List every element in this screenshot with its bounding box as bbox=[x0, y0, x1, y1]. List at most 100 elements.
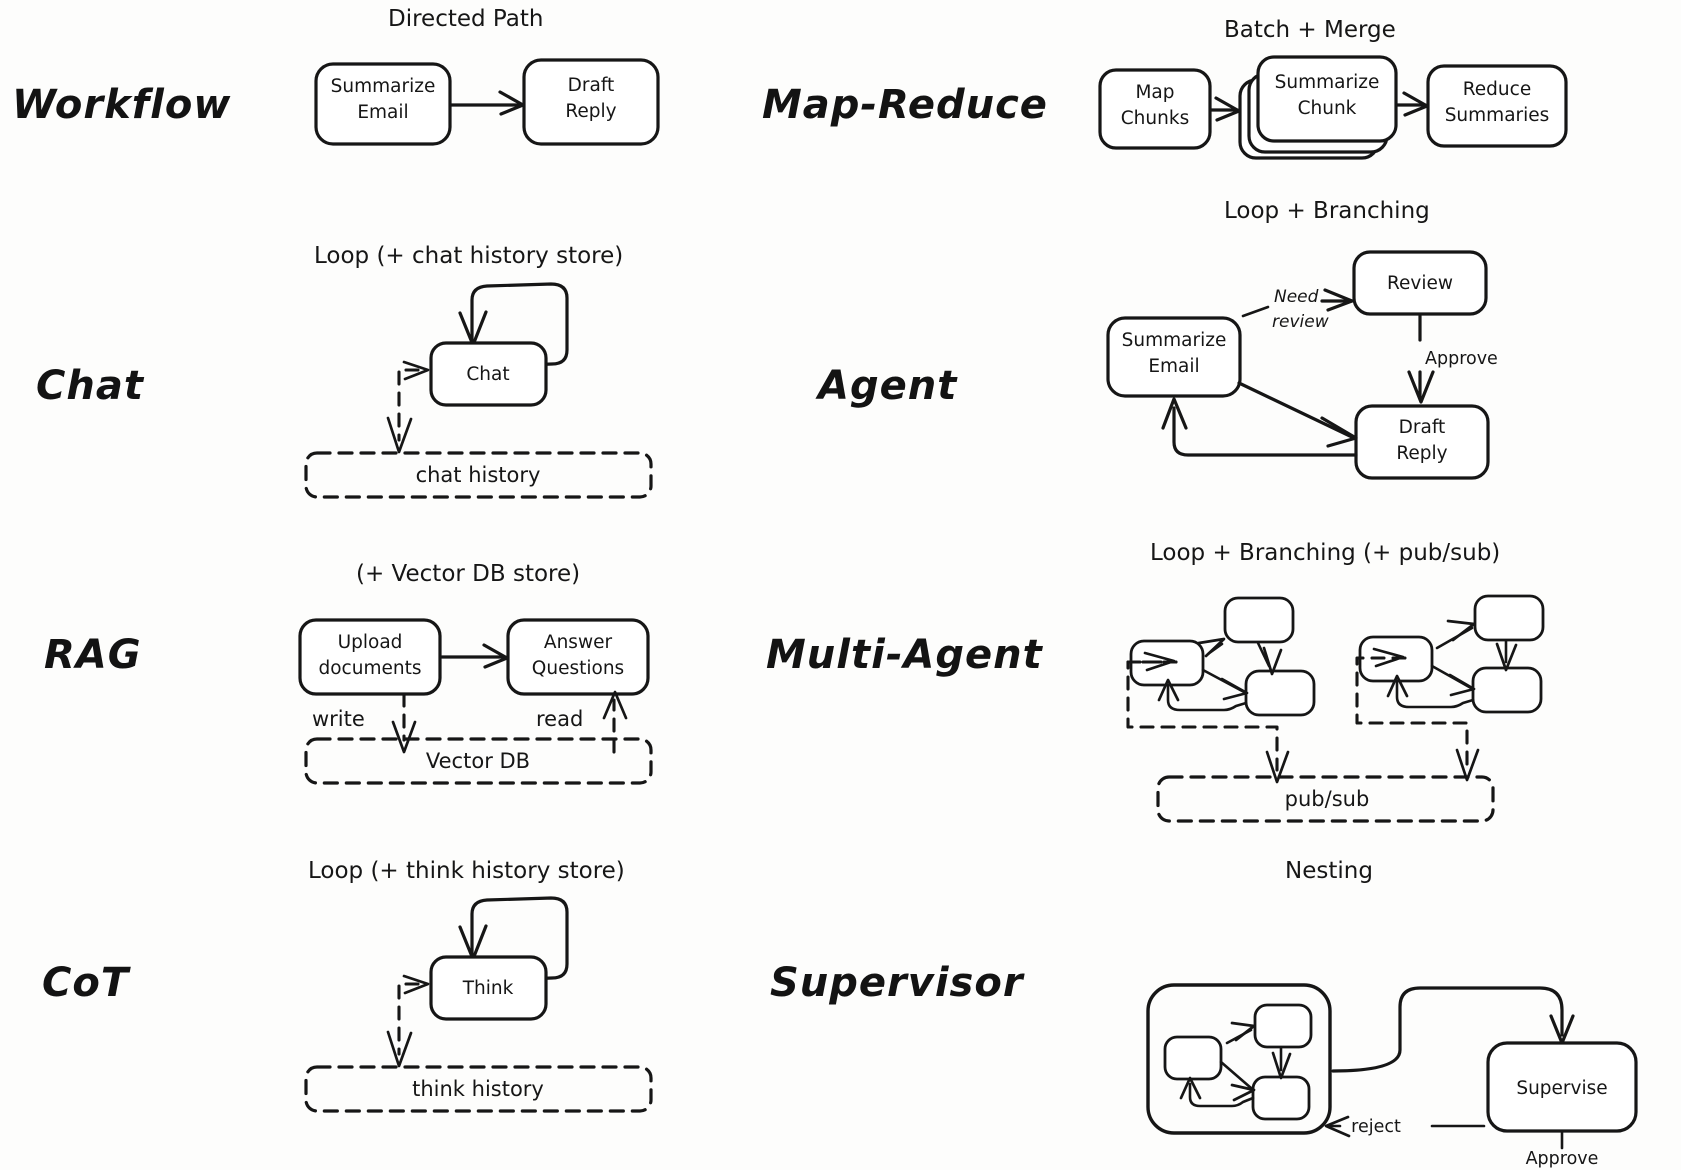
arrowhead-a-to-pubsub bbox=[1265, 750, 1290, 784]
node-sub-agent-1[interactable] bbox=[1163, 1035, 1223, 1081]
edge-label-approve-supervisor: Approve bbox=[1526, 1149, 1599, 1169]
arrowhead-draft-to-summarize-loop bbox=[1161, 397, 1188, 430]
subgraph-container[interactable] bbox=[1146, 983, 1332, 1135]
caption-vector-db-store: (+ Vector DB store) bbox=[356, 561, 581, 587]
panel-chat: Chat chat history bbox=[304, 282, 653, 499]
arrowhead-think-to-history bbox=[386, 1030, 413, 1068]
panel-supervisor: Supervise reject Approve bbox=[1146, 983, 1638, 1169]
row-label-rag: RAG bbox=[44, 632, 142, 678]
edge-b-pubsub-path bbox=[1355, 656, 1469, 770]
node-chat-label: Chat bbox=[466, 364, 509, 385]
node-upload-documents-line2: documents bbox=[319, 658, 422, 679]
edge-label-need: Need bbox=[1274, 287, 1319, 307]
node-sub-agent-3[interactable] bbox=[1251, 1075, 1311, 1121]
arrowhead-a2-to-a3 bbox=[1262, 646, 1283, 676]
edge-sub3-to-sub1-loop bbox=[1188, 1082, 1255, 1108]
node-draft-reply-line1: Draft bbox=[568, 75, 615, 96]
caption-loop-think-store: Loop (+ think history store) bbox=[308, 858, 625, 884]
edge-label-read: read bbox=[536, 707, 583, 731]
node-agent-a3[interactable] bbox=[1244, 669, 1316, 717]
node-draft-reply-agent[interactable] bbox=[1354, 404, 1490, 480]
arrowhead-a1-to-a3 bbox=[1220, 677, 1249, 701]
arrowhead-upload-to-answer bbox=[482, 643, 509, 669]
node-chat[interactable] bbox=[429, 341, 548, 407]
edge-draft-to-summarize-loop bbox=[1172, 406, 1358, 457]
edge-sub1-to-sub3 bbox=[1219, 1060, 1253, 1090]
edge-label-approve: Approve bbox=[1425, 349, 1498, 369]
arrowhead-sub2-to-sub3 bbox=[1271, 1051, 1292, 1080]
node-summarize-chunk-line1: Summarize bbox=[1275, 72, 1380, 93]
edge-label-write: write bbox=[312, 707, 365, 731]
arrowhead-write bbox=[391, 720, 417, 754]
store-chat-history[interactable] bbox=[304, 451, 653, 499]
edge-label-review: review bbox=[1272, 312, 1329, 332]
arrowhead-b-to-pubsub bbox=[1455, 748, 1480, 782]
caption-directed-path: Directed Path bbox=[388, 6, 544, 32]
arrowhead-b2-to-b3 bbox=[1495, 642, 1518, 672]
multi-agent-cluster-b bbox=[1355, 594, 1545, 782]
panel-multi-agent: pub/sub bbox=[1126, 594, 1545, 823]
edge-subgraph-to-supervise bbox=[1331, 986, 1564, 1073]
node-review[interactable] bbox=[1352, 250, 1488, 316]
edge-label-reject: reject bbox=[1351, 1117, 1401, 1137]
node-answer-questions-line1: Answer bbox=[544, 632, 613, 653]
arrowhead-summarize-to-draft-direct bbox=[1320, 416, 1358, 448]
node-review-label: Review bbox=[1387, 273, 1453, 294]
edge-think-history-dashed bbox=[397, 982, 420, 1056]
node-map-chunks-line2: Chunks bbox=[1121, 108, 1189, 129]
store-think-history[interactable] bbox=[304, 1065, 653, 1113]
row-label-map-reduce: Map-Reduce bbox=[762, 82, 1048, 128]
node-summarize-email-agent-line2: Email bbox=[1148, 356, 1199, 377]
caption-nesting: Nesting bbox=[1285, 858, 1373, 884]
node-summarize-chunk-line2: Chunk bbox=[1298, 98, 1357, 119]
row-label-workflow: Workflow bbox=[12, 82, 232, 128]
node-summarize-email-agent[interactable] bbox=[1106, 316, 1242, 398]
panel-map-reduce: Map Chunks Summarize Chunk Reduce Summar… bbox=[1098, 55, 1568, 160]
node-map-chunks-line1: Map bbox=[1135, 82, 1174, 103]
row-label-multi-agent: Multi-Agent bbox=[766, 632, 1043, 678]
store-pub-sub[interactable] bbox=[1156, 775, 1495, 823]
node-agent-b3[interactable] bbox=[1471, 666, 1543, 714]
row-label-chat: Chat bbox=[36, 363, 144, 409]
edge-chat-history-dashed bbox=[397, 368, 420, 442]
node-reduce-summaries-line1: Reduce bbox=[1463, 79, 1531, 100]
edge-a3-to-a1-loop bbox=[1166, 685, 1248, 712]
row-label-cot: CoT bbox=[42, 960, 130, 1006]
arrowhead-b1-to-b2 bbox=[1446, 619, 1476, 642]
arrowhead-summarize-to-reduce bbox=[1402, 91, 1429, 117]
node-draft-reply-line2: Reply bbox=[565, 101, 616, 122]
node-sub-agent-2[interactable] bbox=[1253, 1003, 1313, 1049]
arrowhead-review-to-draft bbox=[1407, 370, 1435, 404]
row-label-agent: Agent bbox=[818, 363, 958, 409]
node-agent-b2[interactable] bbox=[1473, 594, 1545, 642]
arrowhead-a3-to-a1-loop bbox=[1157, 678, 1180, 702]
node-summarize-chunk[interactable] bbox=[1256, 55, 1398, 143]
node-agent-a2[interactable] bbox=[1223, 596, 1295, 644]
node-summarize-email-line1: Summarize bbox=[331, 76, 436, 97]
node-reduce-summaries-line2: Summaries bbox=[1445, 105, 1550, 126]
node-draft-reply[interactable] bbox=[522, 58, 660, 146]
arrowhead-a1-to-a2 bbox=[1197, 637, 1226, 658]
node-draft-reply-agent-line1: Draft bbox=[1399, 417, 1446, 438]
store-vector-db[interactable] bbox=[304, 737, 653, 785]
node-think[interactable] bbox=[429, 955, 548, 1021]
arrowhead-b3-to-b1-loop bbox=[1386, 674, 1409, 698]
panel-rag: Upload documents Answer Questions write … bbox=[298, 618, 653, 785]
node-summarize-email-line2: Email bbox=[357, 102, 408, 123]
node-supervise-label: Supervise bbox=[1516, 1078, 1607, 1099]
arrowhead-summarize-to-draft bbox=[498, 90, 525, 116]
edge-b3-to-b1-loop bbox=[1395, 681, 1475, 709]
node-answer-questions-line2: Questions bbox=[532, 658, 624, 679]
arrowhead-sub1-to-sub2 bbox=[1230, 1021, 1256, 1042]
node-summarize-email-agent-line1: Summarize bbox=[1122, 330, 1227, 351]
arrowhead-sub1-to-sub3 bbox=[1230, 1083, 1256, 1102]
arrowhead-pubsub-to-a1 bbox=[1143, 651, 1176, 672]
node-upload-documents[interactable] bbox=[298, 618, 442, 696]
edge-chat-self-loop bbox=[470, 282, 569, 367]
caption-batch-merge: Batch + Merge bbox=[1224, 17, 1396, 43]
edge-summarize-to-draft-direct bbox=[1237, 381, 1354, 439]
caption-loop-chat-store: Loop (+ chat history store) bbox=[314, 243, 624, 269]
node-draft-reply-agent-line2: Reply bbox=[1396, 443, 1447, 464]
arrowhead-map-to-summarize bbox=[1214, 96, 1241, 122]
